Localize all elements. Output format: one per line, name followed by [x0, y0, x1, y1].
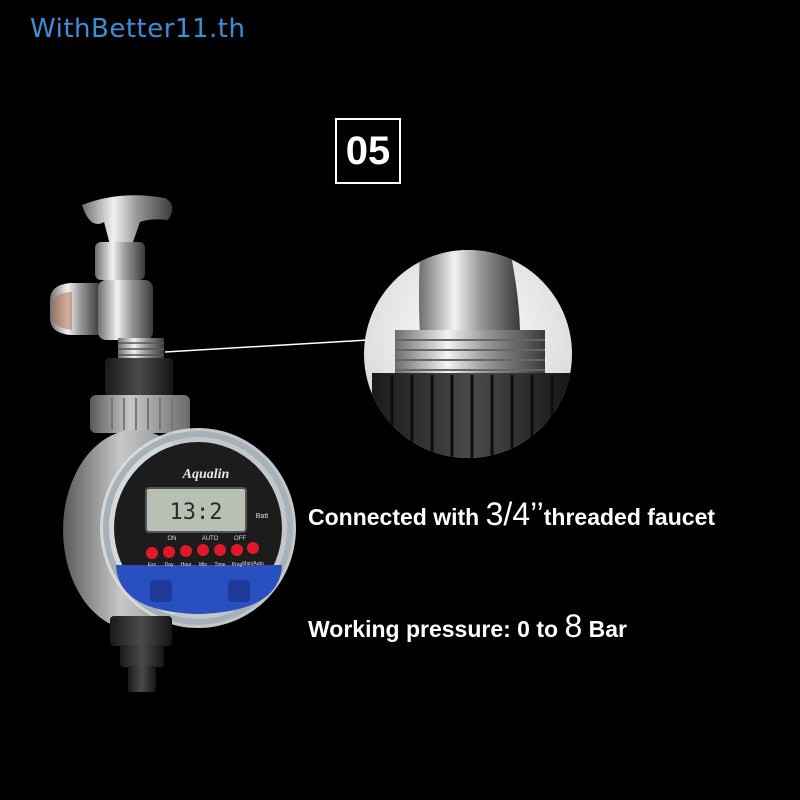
lcd-time: 13:2 [170, 500, 223, 525]
timer-button-hour[interactable] [180, 545, 192, 557]
timer-button-esc[interactable] [146, 547, 158, 559]
blue-button-left [150, 580, 172, 602]
brand-logo: Aqualin [182, 467, 230, 482]
timer-button-min[interactable] [197, 544, 209, 556]
mode-label-off: OFF [234, 536, 246, 542]
button-label-man-auto: Man/Auto [242, 561, 264, 567]
zoom-leader-line [164, 339, 369, 353]
step-number: 05 [345, 128, 391, 173]
timer-lcd: 13:2 [145, 487, 247, 533]
caption-pressure-unit: Bar [582, 616, 628, 642]
caption-pressure-text: Working pressure: 0 to [308, 616, 565, 642]
watermark-text: WithBetter11.th [30, 14, 246, 44]
caption-pressure: Working pressure: 0 to 8 Bar [308, 608, 627, 645]
mode-label-on: ON [168, 536, 177, 542]
timer-outlet [110, 616, 172, 692]
caption-connection-size: 3/4’’ [485, 496, 544, 532]
button-label-prog: Prog [232, 562, 243, 568]
blue-button-right [228, 580, 250, 602]
timer-button-time[interactable] [214, 544, 226, 556]
timer-button-prog[interactable] [231, 544, 243, 556]
step-number-box: 05 [335, 118, 401, 184]
caption-connection-suffix: threaded faucet [543, 504, 716, 530]
caption-connection-text: Connected with [308, 504, 486, 530]
button-label-time: Time [215, 562, 226, 568]
faucet [50, 195, 173, 360]
caption-connection: Connected with 3/4’’threaded faucet [308, 496, 715, 533]
button-label-hour: Hour [181, 562, 192, 568]
timer-buttons [146, 542, 259, 559]
caption-pressure-value: 8 [564, 608, 583, 644]
thread-zoom-view [364, 250, 572, 458]
button-label-min: Min [199, 562, 207, 568]
timer-button-man-auto[interactable] [247, 542, 259, 554]
button-label-day: Day [165, 562, 174, 568]
batt-label: Batt [256, 513, 269, 520]
timer-button-day[interactable] [163, 546, 175, 558]
button-label-esc: Esc [148, 562, 157, 568]
mode-label-auto: AUTO [202, 536, 219, 542]
timer-inlet-nut [90, 358, 190, 433]
